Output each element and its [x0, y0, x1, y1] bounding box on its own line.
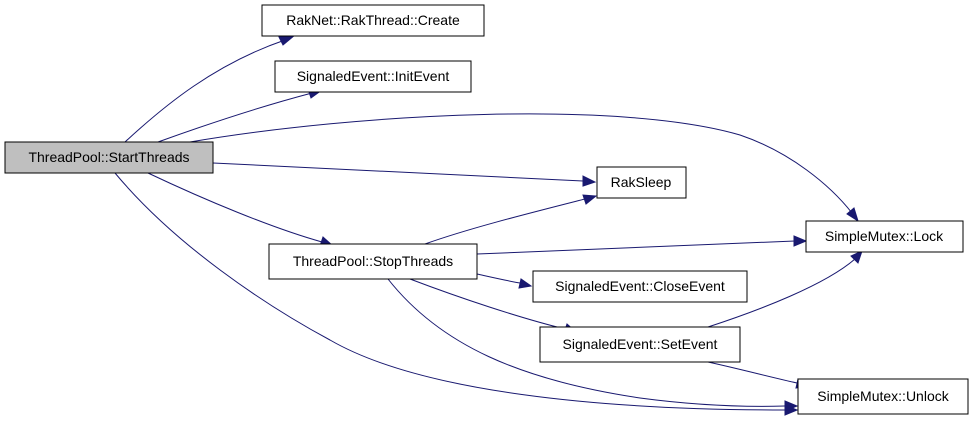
- node-rak-thread-create[interactable]: RakNet::RakThread::Create: [261, 4, 485, 37]
- node-start-threads-label: ThreadPool::StartThreads: [28, 149, 189, 165]
- node-init-event-label: SignaledEvent::InitEvent: [297, 68, 450, 84]
- edges-layer: [114, 34, 863, 416]
- node-rak-thread-create-label: RakNet::RakThread::Create: [286, 12, 460, 28]
- node-rak-sleep[interactable]: RakSleep: [596, 166, 687, 199]
- nodes-layer: ThreadPool::StartThreads RakNet::RakThre…: [4, 4, 969, 415]
- edge-set-event-to-mutex-unlock: [707, 361, 810, 389]
- edge-stop-threads-to-mutex-lock: [476, 235, 808, 255]
- node-set-event-label: SignaledEvent::SetEvent: [563, 336, 718, 352]
- node-rak-sleep-label: RakSleep: [611, 174, 672, 190]
- node-stop-threads-label: ThreadPool::StopThreads: [293, 253, 453, 269]
- edge-stop-threads-to-close-event: [476, 273, 533, 289]
- node-close-event-label: SignaledEvent::CloseEvent: [555, 278, 725, 294]
- edge-start-threads-to-stop-threads: [147, 172, 335, 247]
- node-mutex-unlock[interactable]: SimpleMutex::Unlock: [797, 378, 969, 415]
- node-start-threads[interactable]: ThreadPool::StartThreads: [4, 141, 214, 174]
- node-set-event[interactable]: SignaledEvent::SetEvent: [539, 326, 741, 363]
- edge-stop-threads-to-mutex-unlock: [387, 278, 799, 412]
- node-mutex-lock[interactable]: SimpleMutex::Lock: [805, 220, 964, 253]
- edge-start-threads-to-rak-sleep: [212, 162, 597, 187]
- node-mutex-lock-label: SimpleMutex::Lock: [825, 228, 944, 244]
- node-stop-threads[interactable]: ThreadPool::StopThreads: [268, 243, 478, 280]
- node-close-event[interactable]: SignaledEvent::CloseEvent: [532, 270, 748, 303]
- edge-set-event-to-mutex-lock: [707, 250, 863, 328]
- edge-start-threads-to-mutex-lock: [189, 113, 859, 223]
- node-init-event[interactable]: SignaledEvent::InitEvent: [274, 60, 472, 93]
- edge-stop-threads-to-rak-sleep: [424, 194, 598, 245]
- edge-start-threads-to-rak-thread-create: [124, 34, 297, 143]
- node-mutex-unlock-label: SimpleMutex::Unlock: [817, 388, 949, 404]
